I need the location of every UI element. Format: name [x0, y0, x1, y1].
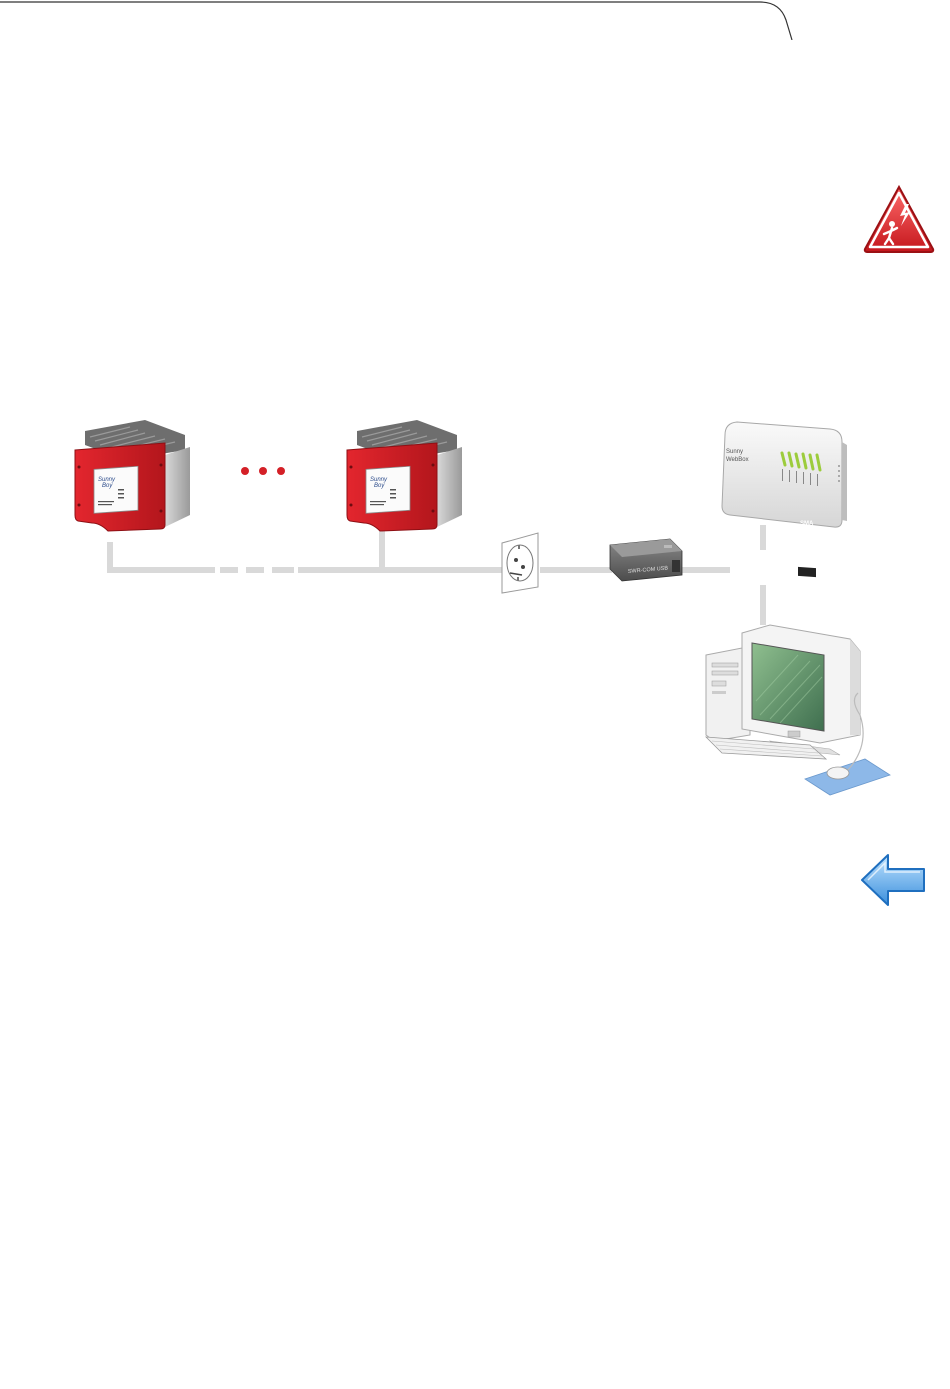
desktop-computer	[706, 625, 890, 795]
ellipsis-dots	[241, 467, 285, 475]
webbox-logo: SMA	[800, 521, 814, 527]
page-edge-curve	[0, 0, 950, 40]
electric-shock-warning-icon	[862, 184, 936, 254]
swr-com-usb-adapter: SWR-COM USB	[610, 539, 682, 581]
sunny-webbox: Sunny WebBox SMA	[722, 422, 847, 577]
communication-diagram: Sunny Boy Sunny Boy	[70, 415, 900, 805]
inverter-brand-line2: Boy	[374, 483, 385, 489]
back-arrow-icon[interactable]	[858, 850, 928, 910]
sunny-boy-inverter-1: Sunny Boy	[75, 420, 190, 531]
webbox-label-line2: WebBox	[726, 457, 749, 463]
sunny-boy-inverter-2: Sunny Boy	[347, 420, 462, 531]
power-socket	[502, 533, 538, 593]
inverter-brand-line2: Boy	[102, 483, 113, 489]
webbox-label-line1: Sunny	[726, 449, 743, 455]
